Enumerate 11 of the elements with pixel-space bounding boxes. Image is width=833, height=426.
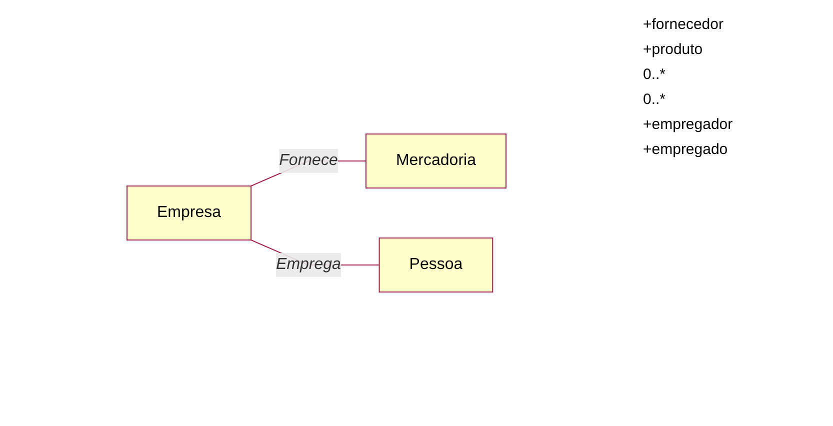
node-box: Pessoa [378,238,494,292]
role-label: +produto [643,41,703,58]
node-box: Empresa [126,186,252,240]
role-label: 0..* [643,91,666,108]
role-label: +empregador [643,116,733,133]
edge-label: Fornece [279,152,338,169]
node-box: Mercadoria [365,134,506,188]
role-label: 0..* [643,66,666,83]
edge-label: Emprega [276,256,341,273]
role-label: +empregado [643,141,728,158]
role-label: +fornecedor [643,16,724,33]
